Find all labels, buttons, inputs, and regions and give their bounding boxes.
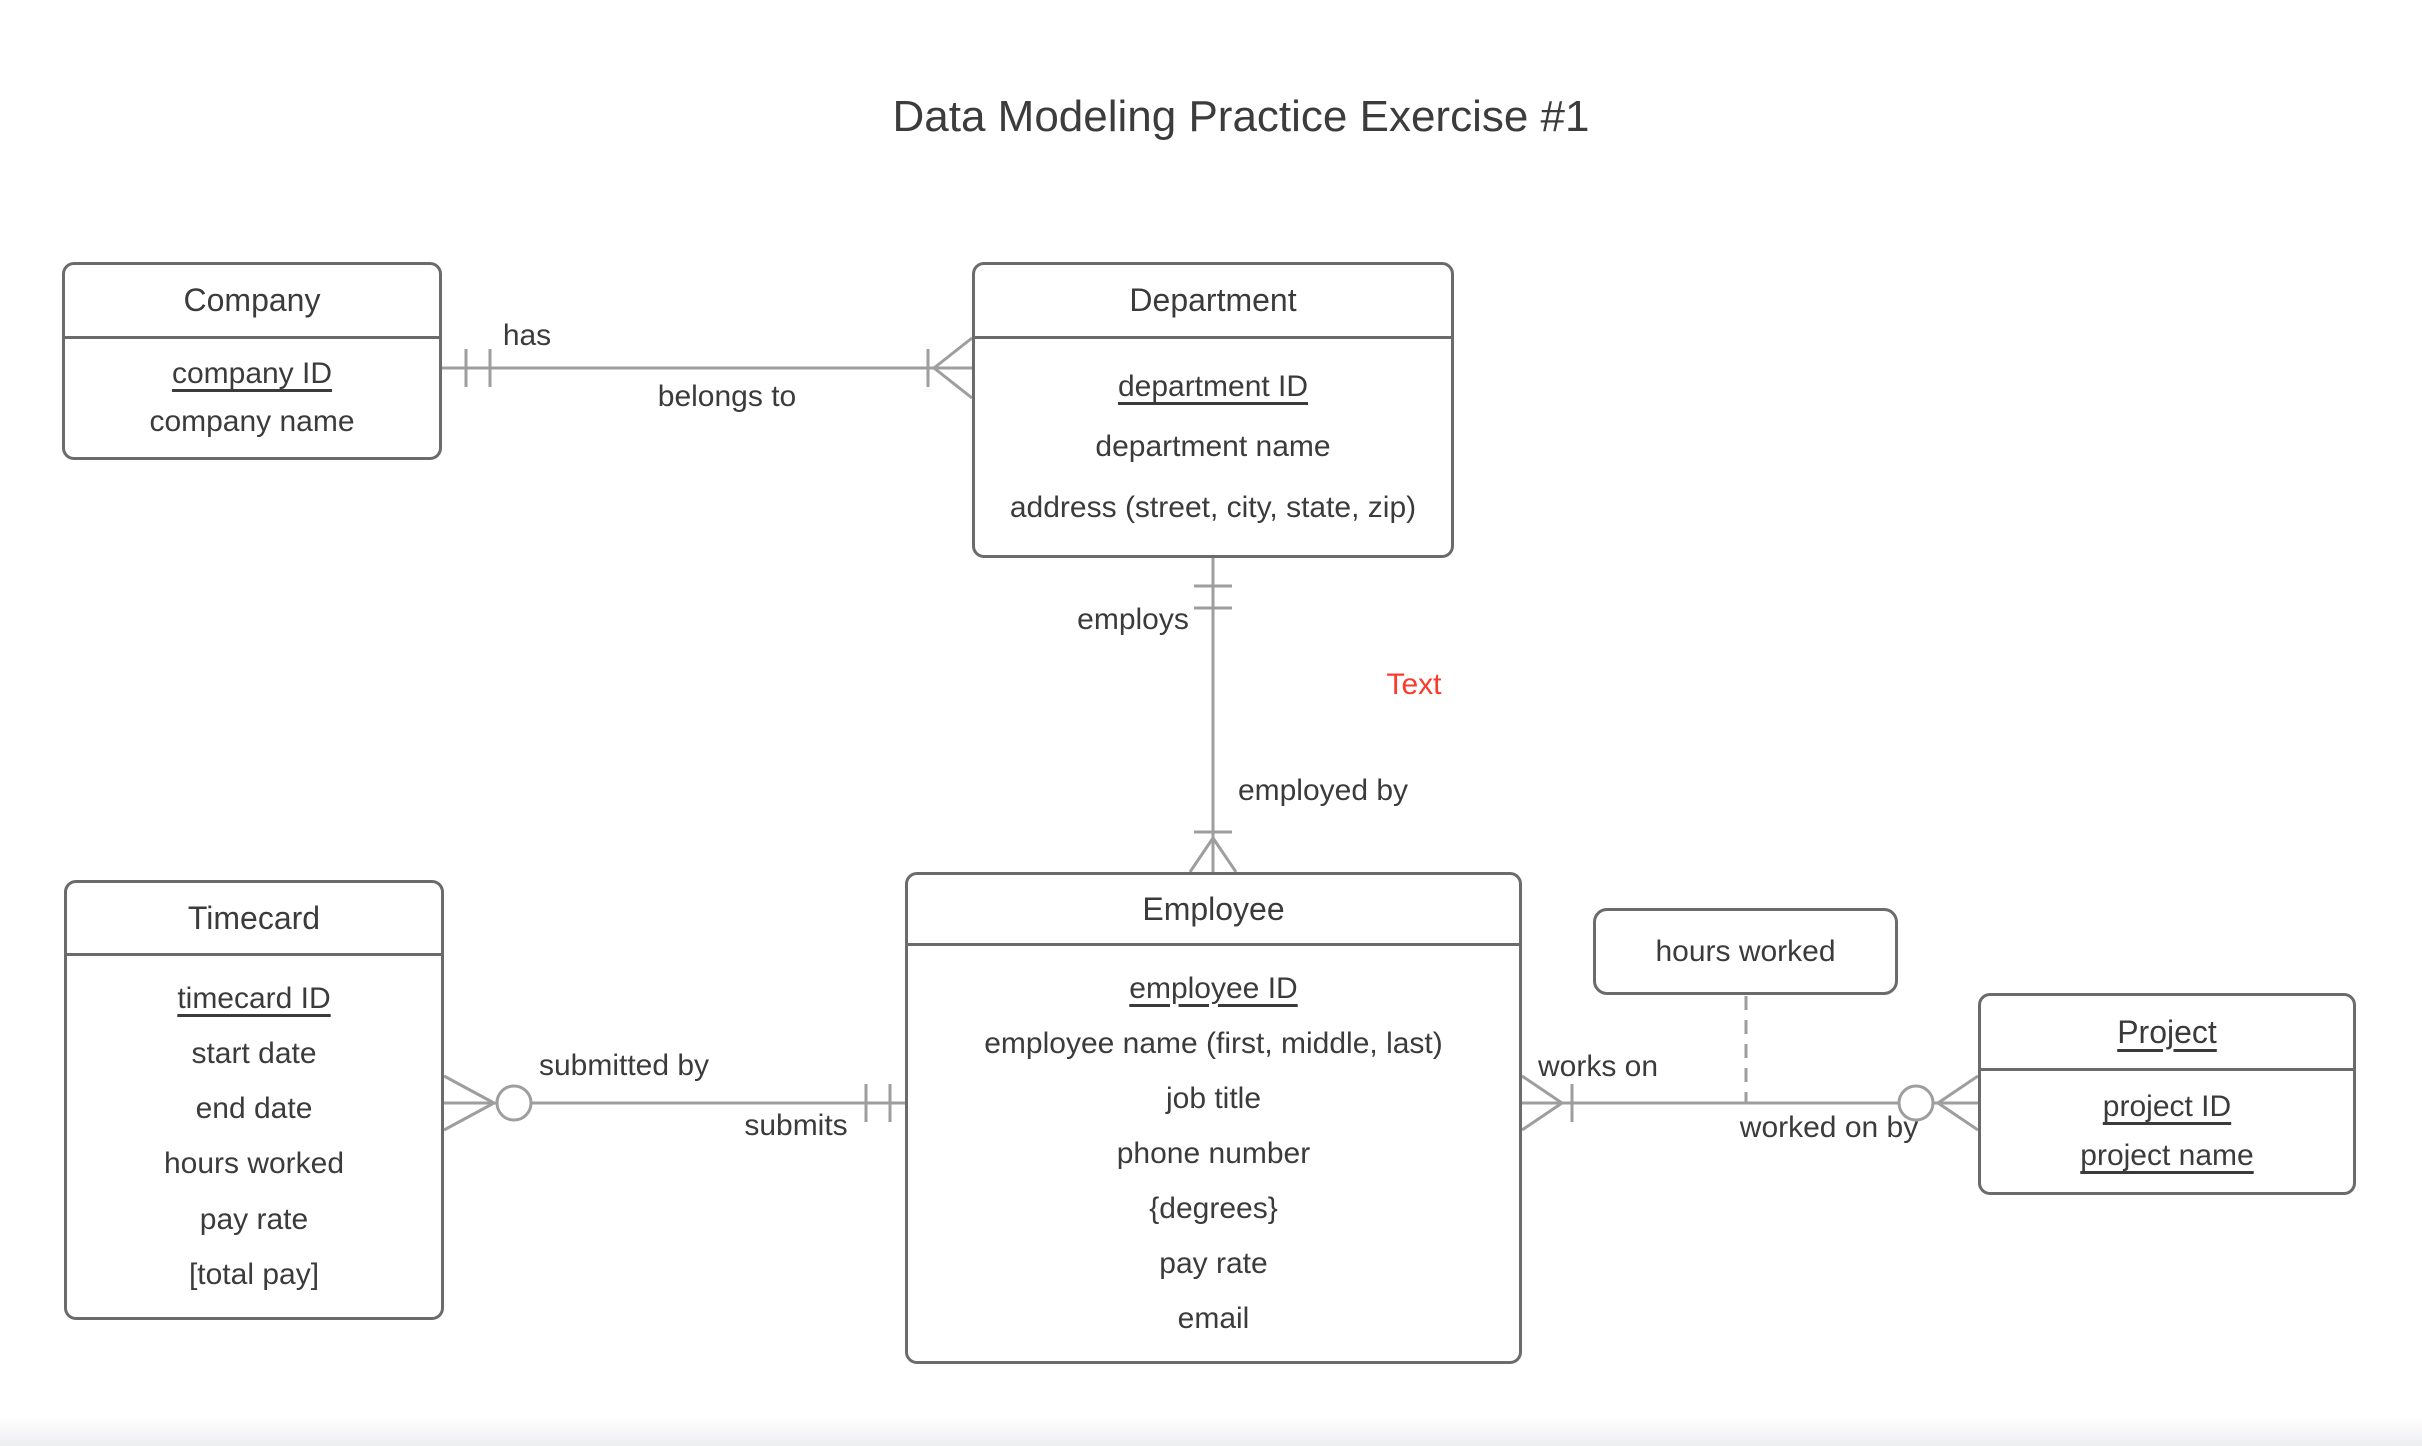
cardinality-zero-or-many-icon	[443, 1074, 495, 1132]
cardinality-one-and-only-one-icon	[464, 349, 492, 387]
relationship-attribute-label: hours worked	[1655, 934, 1836, 968]
cardinality-one-or-many-icon	[1188, 830, 1238, 873]
attribute-row: project name	[2080, 1139, 2254, 1173]
entity-timecard[interactable]: Timecard timecard ID start date end date…	[64, 880, 444, 1320]
relationship-department-employee[interactable]	[1188, 558, 1238, 873]
canvas-bottom-fade	[0, 1418, 2422, 1446]
attribute-row: employee ID	[1129, 971, 1298, 1005]
text-annotation[interactable]: Text	[1386, 668, 1442, 701]
cardinality-one-and-only-one-icon	[864, 1084, 892, 1122]
cardinality-zero-circle-icon	[1897, 1084, 1935, 1122]
relationship-label-employed-by[interactable]: employed by	[1237, 774, 1409, 807]
relationship-label-works-on[interactable]: works on	[1537, 1050, 1659, 1083]
relationship-label-belongs-to[interactable]: belongs to	[657, 380, 797, 413]
relationship-label-submits[interactable]: submits	[744, 1109, 848, 1142]
entity-name: Department	[1129, 282, 1297, 318]
attribute-row: employee name (first, middle, last)	[984, 1026, 1443, 1060]
attribute-row: [total pay]	[188, 1257, 320, 1291]
entity-name: Company	[183, 282, 321, 318]
attribute-row: hours worked	[163, 1147, 345, 1181]
entity-company[interactable]: Company company ID company name	[62, 262, 442, 460]
diagram-title: Data Modeling Practice Exercise #1	[892, 92, 1590, 141]
relationship-timecard-employee[interactable]	[443, 1074, 905, 1132]
relationship-company-department[interactable]	[442, 336, 973, 400]
attribute-row: pay rate	[1159, 1246, 1268, 1280]
attribute-row: address (street, city, state, zip)	[1009, 490, 1417, 524]
entity-department[interactable]: Department department ID department name…	[972, 262, 1454, 558]
entity-name: Timecard	[187, 899, 321, 936]
entity-employee[interactable]: Employee employee ID employee name (firs…	[905, 872, 1522, 1364]
relationship-attribute-box[interactable]: hours worked	[1593, 908, 1898, 995]
relationship-label-has[interactable]: has	[502, 319, 552, 352]
entity-name: Employee	[1142, 890, 1285, 927]
entity-project[interactable]: Project project ID project name	[1978, 993, 2356, 1195]
attribute-row: timecard ID	[177, 981, 331, 1015]
entity-attribute-list: project ID project name	[1981, 1071, 2353, 1192]
attribute-row: email	[1177, 1301, 1250, 1335]
cardinality-zero-or-many-icon	[1937, 1074, 1979, 1132]
attribute-row: project ID	[2102, 1090, 2232, 1124]
attribute-row: company name	[149, 405, 355, 439]
attribute-row: end date	[195, 1092, 313, 1126]
relationship-label-worked-on-by[interactable]: worked on by	[1739, 1111, 1919, 1144]
cardinality-one-and-only-one-icon	[1194, 584, 1232, 610]
attribute-row: department ID	[1117, 369, 1309, 403]
attribute-row: start date	[191, 1036, 317, 1070]
attribute-row: pay rate	[199, 1202, 309, 1236]
entity-attribute-list: timecard ID start date end date hours wo…	[67, 956, 441, 1317]
cardinality-zero-circle-icon	[495, 1084, 533, 1122]
entity-attribute-list: company ID company name	[65, 339, 439, 457]
entity-name: Project	[2117, 1013, 2217, 1050]
entity-attribute-list: employee ID employee name (first, middle…	[908, 946, 1519, 1361]
relationship-label-employs[interactable]: employs	[1077, 603, 1189, 636]
attribute-row: job title	[1165, 1081, 1262, 1115]
relationship-label-submitted-by[interactable]: submitted by	[538, 1049, 710, 1082]
relationship-employee-project[interactable]	[1521, 996, 1979, 1132]
cardinality-one-or-many-icon	[1521, 1074, 1574, 1132]
attribute-row: {degrees}	[1149, 1191, 1278, 1225]
attribute-row: company ID	[171, 357, 333, 391]
attribute-row: phone number	[1116, 1136, 1311, 1170]
entity-attribute-list: department ID department name address (s…	[975, 339, 1451, 555]
attribute-row: department name	[1095, 430, 1331, 464]
cardinality-one-or-many-icon	[926, 336, 973, 400]
